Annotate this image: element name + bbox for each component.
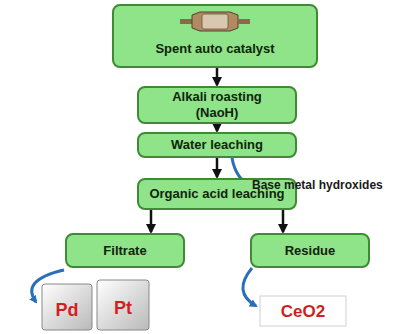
- curved-arrow: [243, 268, 256, 306]
- process-box: Residue: [250, 233, 370, 268]
- catalyst-picture: [180, 9, 250, 33]
- box-text: Water leaching: [171, 137, 263, 153]
- compound-formula: CeO2: [281, 302, 325, 322]
- element-symbol: Pd: [55, 300, 78, 321]
- element-tile: [42, 284, 92, 330]
- process-box: Filtrate: [65, 233, 185, 268]
- compound-box: [260, 296, 346, 326]
- flow-arrow: [216, 158, 219, 177]
- element-tile: [97, 280, 149, 330]
- box-text: Residue: [285, 243, 336, 259]
- flow-arrow: [216, 68, 219, 85]
- box-text: Spent auto catalyst: [155, 41, 274, 57]
- flow-arrow: [150, 210, 153, 232]
- process-box: Spent auto catalyst: [112, 4, 318, 68]
- process-box: Alkali roasting (NaoH): [137, 86, 297, 124]
- element-symbol: Pt: [114, 298, 132, 319]
- box-text: Filtrate: [103, 243, 146, 259]
- flow-arrow: [282, 210, 285, 232]
- process-box: Water leaching: [137, 132, 297, 158]
- box-text: Alkali roasting (NaoH): [162, 89, 272, 120]
- output-label: Base metal hydroxides: [252, 178, 383, 192]
- flow-arrow: [216, 124, 219, 131]
